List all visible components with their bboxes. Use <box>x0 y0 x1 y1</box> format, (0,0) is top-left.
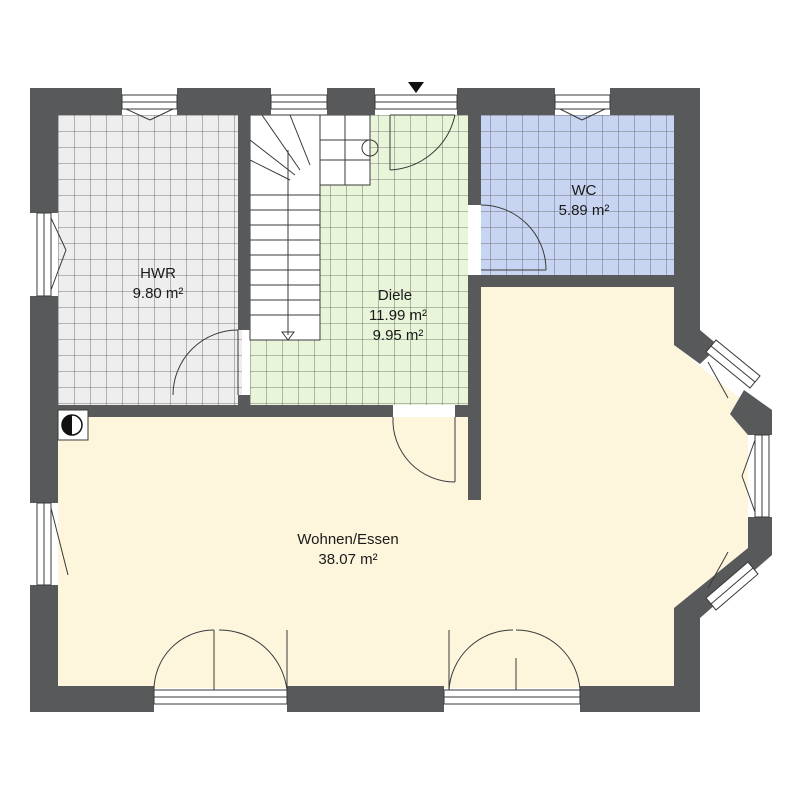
room-fills <box>58 115 748 688</box>
window-left-wohnen <box>36 502 69 586</box>
window-top-entrance <box>374 94 458 110</box>
wohnen-floor <box>58 287 748 688</box>
stair-treads <box>249 114 370 335</box>
hwr-area: 9.80 m² <box>133 285 184 302</box>
staircase <box>249 114 379 341</box>
door-entrance <box>389 114 456 171</box>
door-hwr <box>172 329 239 396</box>
window-top-hwr <box>121 94 178 121</box>
room-labels: HWR 9.80 m² Diele 11.99 m² 9.95 m² WC 5.… <box>133 182 610 568</box>
window-bay-upper <box>705 339 761 399</box>
door-wohnen <box>392 416 456 483</box>
stair-post-icon <box>361 139 379 157</box>
window-bay-middle <box>741 434 770 518</box>
windows <box>36 94 770 611</box>
wohnen-name: Wohnen/Essen <box>297 531 398 548</box>
stair-direction-arrow-icon <box>281 331 295 341</box>
window-left-hwr <box>36 212 67 297</box>
walls <box>30 88 772 712</box>
window-top-wc <box>554 94 611 121</box>
diele-name: Diele <box>378 287 412 304</box>
wc-area: 5.89 m² <box>559 202 610 219</box>
doors <box>153 114 581 705</box>
window-top-stair <box>270 94 328 110</box>
hwr-name: HWR <box>140 265 176 282</box>
door-wc <box>480 204 547 271</box>
wohnen-area: 38.07 m² <box>318 551 377 568</box>
door-terrace-left <box>153 629 288 705</box>
wc-name: WC <box>572 182 597 199</box>
half-circle-meter-icon <box>57 409 89 441</box>
diele-area-secondary: 9.95 m² <box>373 327 424 344</box>
diele-tiles-lower <box>250 340 320 405</box>
door-terrace-right <box>443 629 581 705</box>
diele-area: 11.99 m² <box>369 307 427 324</box>
window-bay-lower <box>705 551 759 611</box>
entrance-arrow-icon <box>408 82 424 93</box>
wc-tiles <box>481 115 674 275</box>
hwr-tiles <box>58 115 242 405</box>
